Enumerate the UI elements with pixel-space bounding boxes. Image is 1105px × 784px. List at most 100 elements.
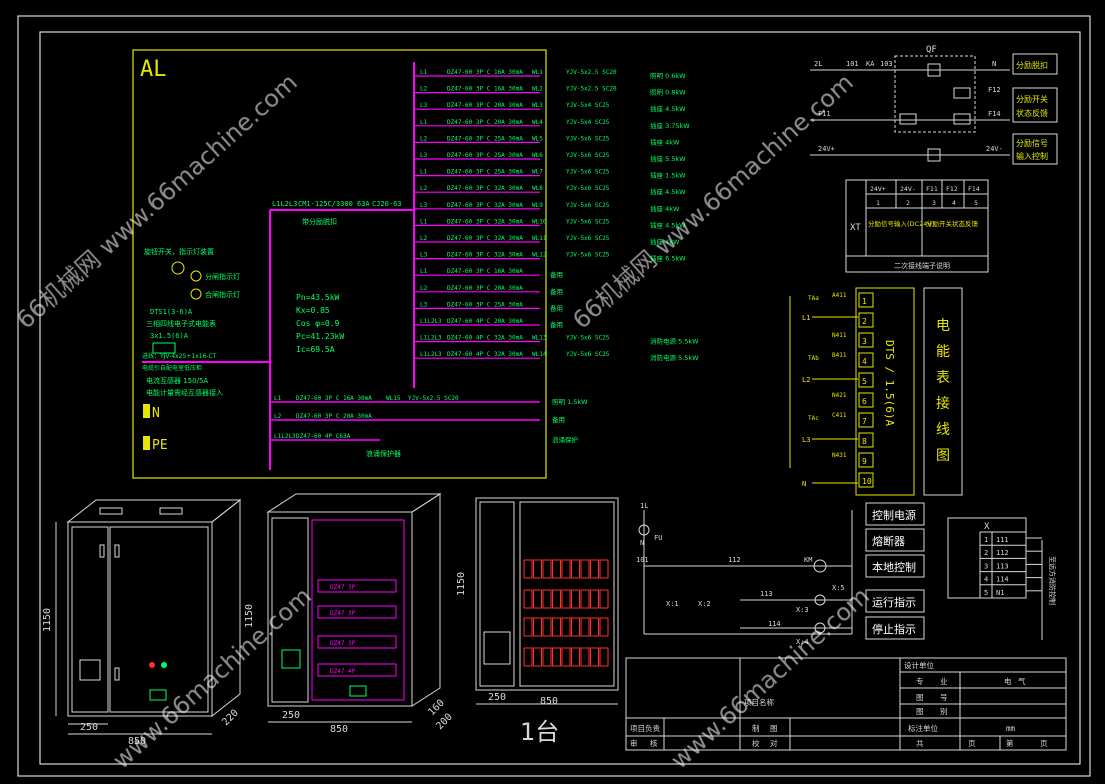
xt-desc1: 分励信号输入(DC24V) <box>868 219 934 228</box>
circuit-id: WL10 <box>532 218 547 225</box>
control-label-box <box>865 616 925 640</box>
meter-title-char: 线 <box>936 422 950 438</box>
meter-terminal-number: 10 <box>862 477 872 486</box>
circuit-load: 插座 4.5kW <box>650 220 686 229</box>
meter-desc2: 三相四线电子式电能表 <box>146 319 216 328</box>
x-title: X <box>984 522 990 532</box>
inner-front <box>267 511 413 707</box>
circuit-load: 照明 0.8kW <box>650 89 686 97</box>
xt-number: 1 <box>876 199 880 207</box>
meter-box <box>152 342 176 354</box>
circuit-phase: L1 <box>420 169 428 176</box>
circuit-id: WL11 <box>532 235 547 242</box>
control-label: 控制电源 <box>872 508 916 522</box>
circuit-id: WL7 <box>532 169 543 176</box>
fuse-icon <box>638 524 650 536</box>
xt-number: 5 <box>974 199 978 207</box>
meter-phase-label: L3 <box>802 436 810 444</box>
circuit-breaker: DZ47-60 3P C 16A 30mA <box>447 69 523 76</box>
breaker-module-icon <box>561 559 571 579</box>
tb-r3b: 别 <box>940 707 948 716</box>
x-row-val: N1 <box>996 589 1004 597</box>
neutral-bus-icon <box>143 404 150 418</box>
meter-terminal-number: 8 <box>862 437 867 446</box>
meter-terminal-number: 3 <box>862 337 867 346</box>
breaker-module-icon <box>552 589 561 609</box>
x-row-val: 114 <box>996 576 1009 584</box>
tb-r5d: 页 <box>1040 739 1048 748</box>
inner-knob-icon <box>349 685 367 697</box>
incoming-note2: 电缆引自配电室低压柜 <box>142 364 202 372</box>
calc-pc: Pc=41.23kW <box>296 332 344 341</box>
tb-r1a: 专 <box>916 676 924 686</box>
circuit-cable: YJV-5x4 SC25 <box>566 102 610 109</box>
control-node-label: 112 <box>728 556 741 564</box>
f12-box <box>953 87 971 99</box>
breaker-module-icon <box>590 589 599 609</box>
meter-terminal-box <box>858 392 874 408</box>
circuit-phase: L1L2L3 <box>420 351 442 358</box>
circuit-phase: L2 <box>420 235 428 242</box>
circuit-id: WL1 <box>532 69 543 76</box>
control-label-box <box>865 528 925 552</box>
meter-title-char: 电 <box>936 318 950 334</box>
lower-circuit-breaker: DZ47-60 3P C 20A 30mA <box>296 413 372 420</box>
breaker-module-icon <box>599 559 609 579</box>
circuit-breaker: DZ47-60 3P C 20A 30mA <box>447 285 523 292</box>
circuit-breaker: DZ47-60 3P C 20A 30mA <box>447 102 523 109</box>
meter-wire-label: N431 <box>832 452 847 459</box>
qf-dashed-box <box>894 55 976 133</box>
tb-left2: 核 <box>650 738 658 748</box>
xt-name: XT <box>850 223 861 233</box>
circuit-breaker: DZ47-60 3P C 20A 30mA <box>447 119 523 126</box>
circuit-phase: L2 <box>420 86 428 93</box>
tb-mid0: 项目名称 <box>744 697 774 707</box>
circuit-phase: L2 <box>420 285 428 292</box>
control-node-label: 114 <box>768 620 781 628</box>
breaker-module-icon <box>552 559 561 579</box>
breaker-module-icon <box>542 617 552 637</box>
meter-wire-label: N421 <box>832 392 847 399</box>
din-rail-label: DZ47 3P <box>330 584 356 591</box>
run-lamp-icon <box>814 594 826 606</box>
qf-label: QF <box>926 45 937 55</box>
circuit-load: 备用 <box>550 303 563 312</box>
meter-wire-label: B411 <box>832 352 847 359</box>
circuit-breaker: DZ47-60 3P C 16A 30mA <box>447 86 523 93</box>
circuit-cable: YJV-5x6 SC25 <box>566 252 610 259</box>
lower-circuit-load: 浪涌保护 <box>552 435 578 444</box>
panel-title: AL <box>140 57 167 82</box>
x-row-num: 5 <box>984 589 988 597</box>
circuit-phase: L3 <box>420 102 428 109</box>
circuit-breaker: DZ47-60 4P C 32A 30mA <box>447 335 523 342</box>
breaker-module-icon <box>542 647 552 667</box>
lower-circuit-breaker: DZ47-60 4P C63A <box>296 433 351 440</box>
circuit-id: WL13 <box>532 335 547 342</box>
circuit-load: 插座 6.5kW <box>650 254 686 263</box>
meter-terminal-number: 5 <box>862 377 867 386</box>
circuit-phase: L3 <box>420 152 428 159</box>
distribution-panel: AL CM1-125C/3300 63A 带分励脱扣 CJ20-63 L1L2L… <box>132 49 699 479</box>
circuit-breaker: DZ47-60 3P C 32A 30mA <box>447 185 523 192</box>
watermark-1: 66机械网 www.66machine.com <box>11 68 303 334</box>
ka-coil <box>927 148 941 162</box>
circuit-phase: L2 <box>420 135 428 142</box>
meter-ta-label: TAa <box>808 295 819 302</box>
control-label: 熔断器 <box>872 534 905 548</box>
breaker-module-icon <box>571 617 580 637</box>
control-node-label: X:1 <box>666 600 679 608</box>
mount-door <box>479 501 515 687</box>
circuit-phase: L1 <box>420 218 428 225</box>
xt-header: F14 <box>968 185 980 193</box>
circuit-cable: YJV-5x6 SC25 <box>566 169 610 176</box>
control-label: 本地控制 <box>872 560 916 574</box>
breaker-module-icon <box>561 647 571 667</box>
shunt-label3b: 输入控制 <box>1016 151 1048 161</box>
shunt-label3a: 分励信号 <box>1016 138 1048 148</box>
